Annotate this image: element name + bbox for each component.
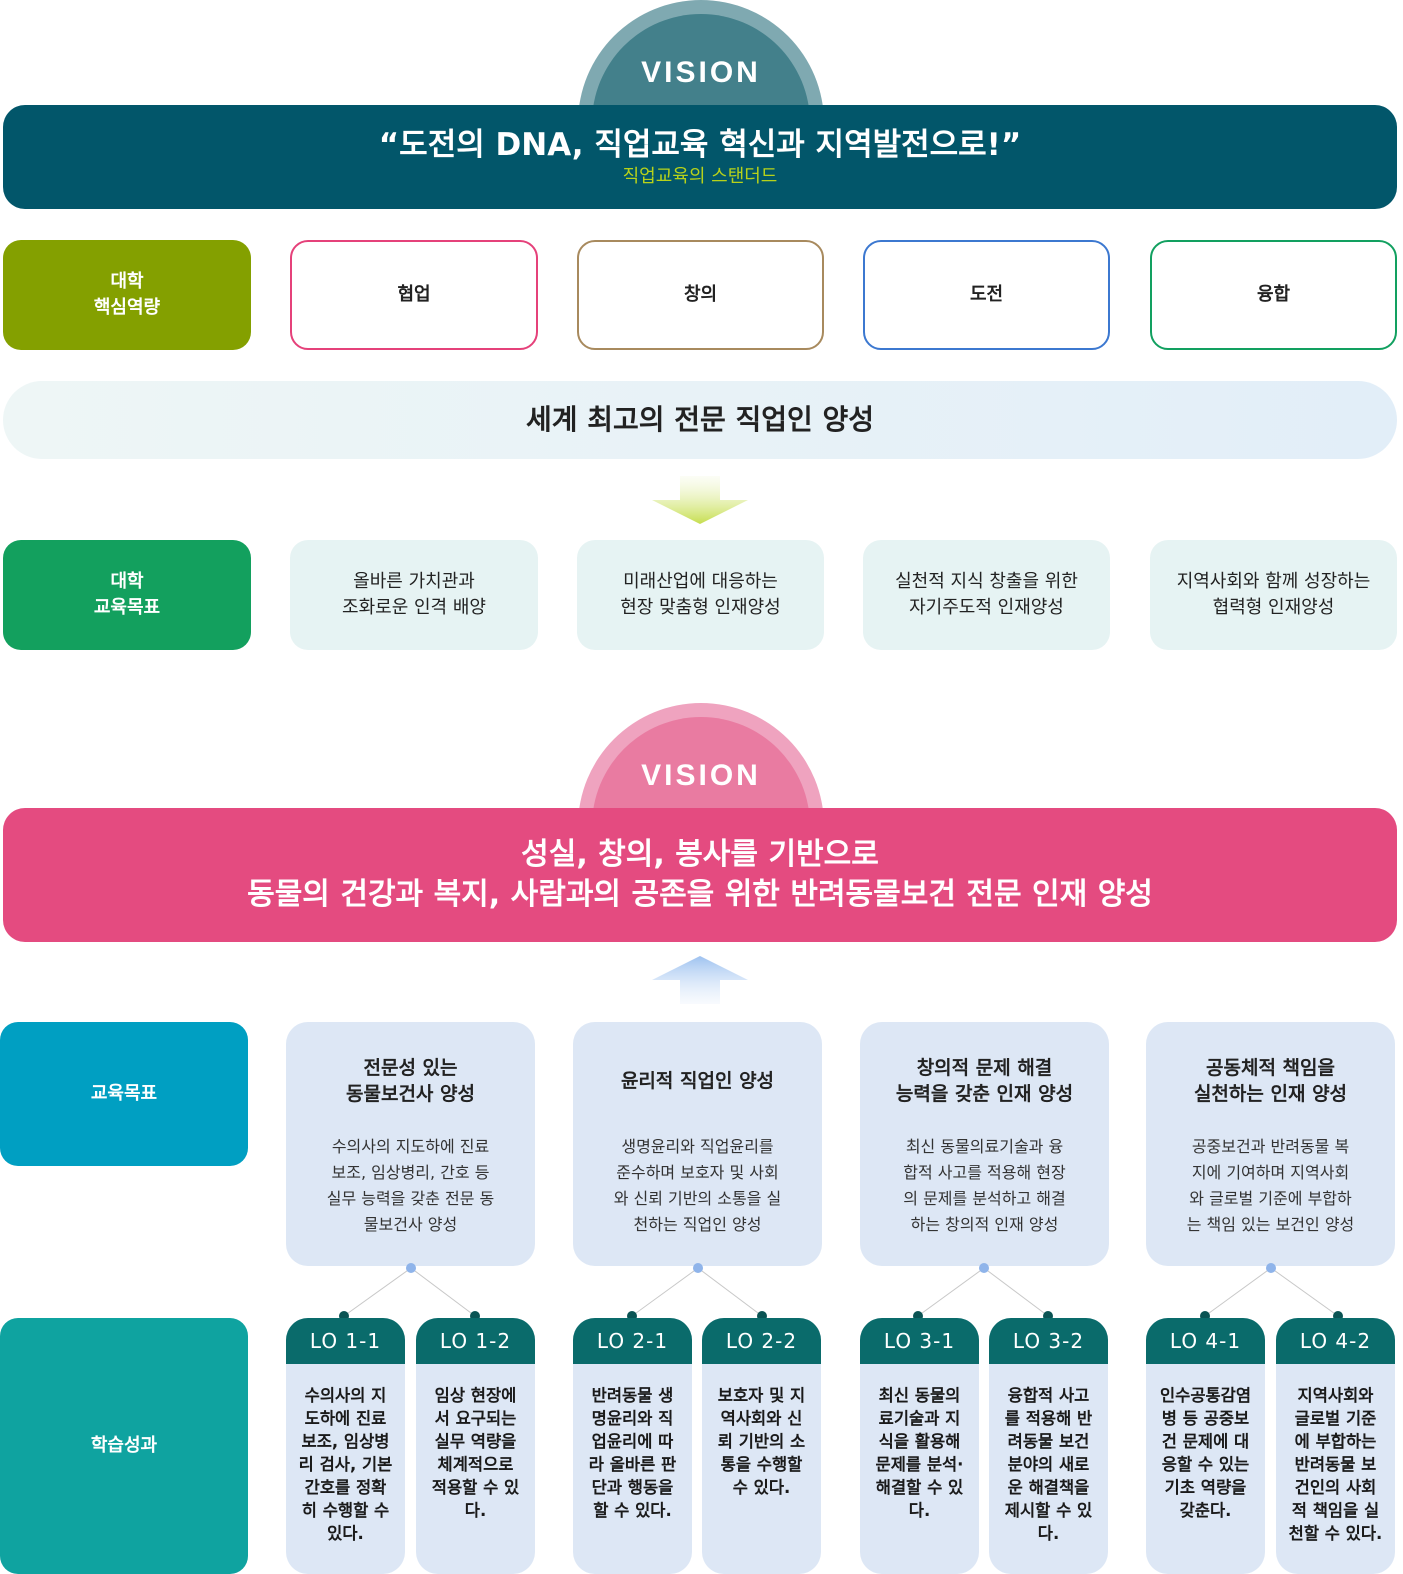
vision-line2: 동물의 건강과 복지, 사람과의 공존을 위한 반려동물보건 전문 인재 양성 xyxy=(247,877,1153,912)
lo-text: 임상 현장에 서 요구되는 실무 역량을 체계적으로 적용할 수 있 다. xyxy=(431,1386,520,1520)
edu-goal-desc: 수의사의 지도하에 진료 보조, 임상병리, 간호 등 실무 능력을 갖춘 전문… xyxy=(326,1137,495,1234)
competency-collaboration: 협업 xyxy=(290,240,538,350)
lo-text: 반려동물 생 명윤리와 직 업윤리에 따 라 올바른 판 단과 행동을 할 수 … xyxy=(588,1386,677,1520)
lo-code: LO 1-1 xyxy=(286,1318,405,1364)
lo-text: 인수공통감염 병 등 공중보 건 문제에 대 응할 수 있는 기초 역량을 갖춘… xyxy=(1159,1386,1252,1520)
lo-code: LO 4-1 xyxy=(1146,1318,1265,1364)
lo-card: LO 4-2 지역사회와 글로벌 기준 에 부합하는 반려동물 보 건인의 사회 … xyxy=(1276,1318,1395,1574)
vision-slogan: “도전의 DNA, 직업교육 혁신과 지역발전으로!” xyxy=(378,127,1022,163)
lo-code: LO 2-2 xyxy=(702,1318,821,1364)
lo-text: 융합적 사고 를 적용해 반 려동물 보건 분야의 새로 운 해결책을 제시할 … xyxy=(1004,1386,1093,1543)
edu-goal-desc: 생명윤리와 직업윤리를 준수하며 보호자 및 사회 와 신뢰 기반의 소통을 실… xyxy=(613,1137,782,1234)
vision-banner-bottom: 성실, 창의, 봉사를 기반으로 동물의 건강과 복지, 사람과의 공존을 위한… xyxy=(3,808,1397,942)
lo-code: LO 3-1 xyxy=(860,1318,979,1364)
arrow-up-icon xyxy=(652,956,748,1004)
lo-text: 보호자 및 지 역사회와 신 뢰 기반의 소 통을 수행할 수 있다. xyxy=(717,1386,806,1497)
lo-card: LO 1-1 수의사의 지 도하에 진료 보조, 임상병 리 검사, 기본 간호를… xyxy=(286,1318,405,1574)
lo-card: LO 3-2 융합적 사고 를 적용해 반 려동물 보건 분야의 새로 운 해결책… xyxy=(989,1318,1108,1574)
talent-goal: 세계 최고의 전문 직업인 양성 xyxy=(3,381,1397,459)
lo-card: LO 2-1 반려동물 생 명윤리와 직 업윤리에 따 라 올바른 판 단과 행동… xyxy=(573,1318,692,1574)
lo-code: LO 3-2 xyxy=(989,1318,1108,1364)
learning-outcomes-label: 학습성과 xyxy=(0,1318,248,1574)
edu-goal-title: 공동체적 책임을 실천하는 인재 양성 xyxy=(1193,1057,1348,1105)
competency-creativity: 창의 xyxy=(577,240,824,350)
lo-text: 지역사회와 글로벌 기준 에 부합하는 반려동물 보 건인의 사회 적 책임을 … xyxy=(1288,1386,1383,1543)
univ-goal-item: 실천적 지식 창출을 위한 자기주도적 인재양성 xyxy=(863,540,1110,650)
vision-subtitle: 직업교육의 스탠더드 xyxy=(622,166,778,187)
vision-label: VISION xyxy=(641,759,761,792)
lo-code: LO 2-1 xyxy=(573,1318,692,1364)
lo-code: LO 1-2 xyxy=(416,1318,535,1364)
univ-goal-item: 지역사회와 함께 성장하는 협력형 인재양성 xyxy=(1150,540,1397,650)
lo-card: LO 4-1 인수공통감염 병 등 공중보 건 문제에 대 응할 수 있는 기초 … xyxy=(1146,1318,1265,1574)
lo-card: LO 1-2 임상 현장에 서 요구되는 실무 역량을 체계적으로 적용할 수 있… xyxy=(416,1318,535,1574)
edu-goal-title: 창의적 문제 해결 능력을 갖춘 인재 양성 xyxy=(895,1057,1074,1105)
edu-goal-desc: 공중보건과 반려동물 복 지에 기여하며 지역사회 와 글로벌 기준에 부합하 … xyxy=(1186,1137,1355,1234)
core-competency-label: 대학 핵심역량 xyxy=(3,240,251,350)
univ-goal-item: 미래산업에 대응하는 현장 맞춤형 인재양성 xyxy=(577,540,824,650)
vision-line1: 성실, 창의, 봉사를 기반으로 xyxy=(521,837,879,872)
edu-goal-title: 전문성 있는 동물보건사 양성 xyxy=(346,1057,475,1105)
arrow-down-icon xyxy=(652,476,748,524)
univ-goal-item: 올바른 가치관과 조화로운 인격 배양 xyxy=(290,540,538,650)
vision-badge-top: VISION xyxy=(578,0,824,105)
lo-text: 최신 동물의 료기술과 지 식을 활용해 문제를 분석· 해결할 수 있 다. xyxy=(875,1386,964,1520)
vision-banner-top: “도전의 DNA, 직업교육 혁신과 지역발전으로!” 직업교육의 스탠더드 xyxy=(3,105,1397,209)
edu-goals-label: 교육목표 xyxy=(0,1022,248,1166)
vision-label: VISION xyxy=(641,56,761,89)
lo-text: 수의사의 지 도하에 진료 보조, 임상병 리 검사, 기본 간호를 정확 히 … xyxy=(298,1386,393,1543)
univ-goals-label: 대학 교육목표 xyxy=(3,540,251,650)
edu-goal-desc: 최신 동물의료기술과 융 합적 사고를 적용해 현장 의 문제를 분석하고 해결… xyxy=(903,1137,1066,1234)
lo-card: LO 2-2 보호자 및 지 역사회와 신 뢰 기반의 소 통을 수행할 수 있다… xyxy=(702,1318,821,1574)
competency-convergence: 융합 xyxy=(1150,240,1397,350)
competency-challenge: 도전 xyxy=(863,240,1110,350)
vision-badge-bottom: VISION xyxy=(578,703,824,808)
lo-code: LO 4-2 xyxy=(1276,1318,1395,1364)
lo-card: LO 3-1 최신 동물의 료기술과 지 식을 활용해 문제를 분석· 해결할 수… xyxy=(860,1318,979,1574)
edu-goal-title: 윤리적 직업인 양성 xyxy=(620,1070,775,1092)
